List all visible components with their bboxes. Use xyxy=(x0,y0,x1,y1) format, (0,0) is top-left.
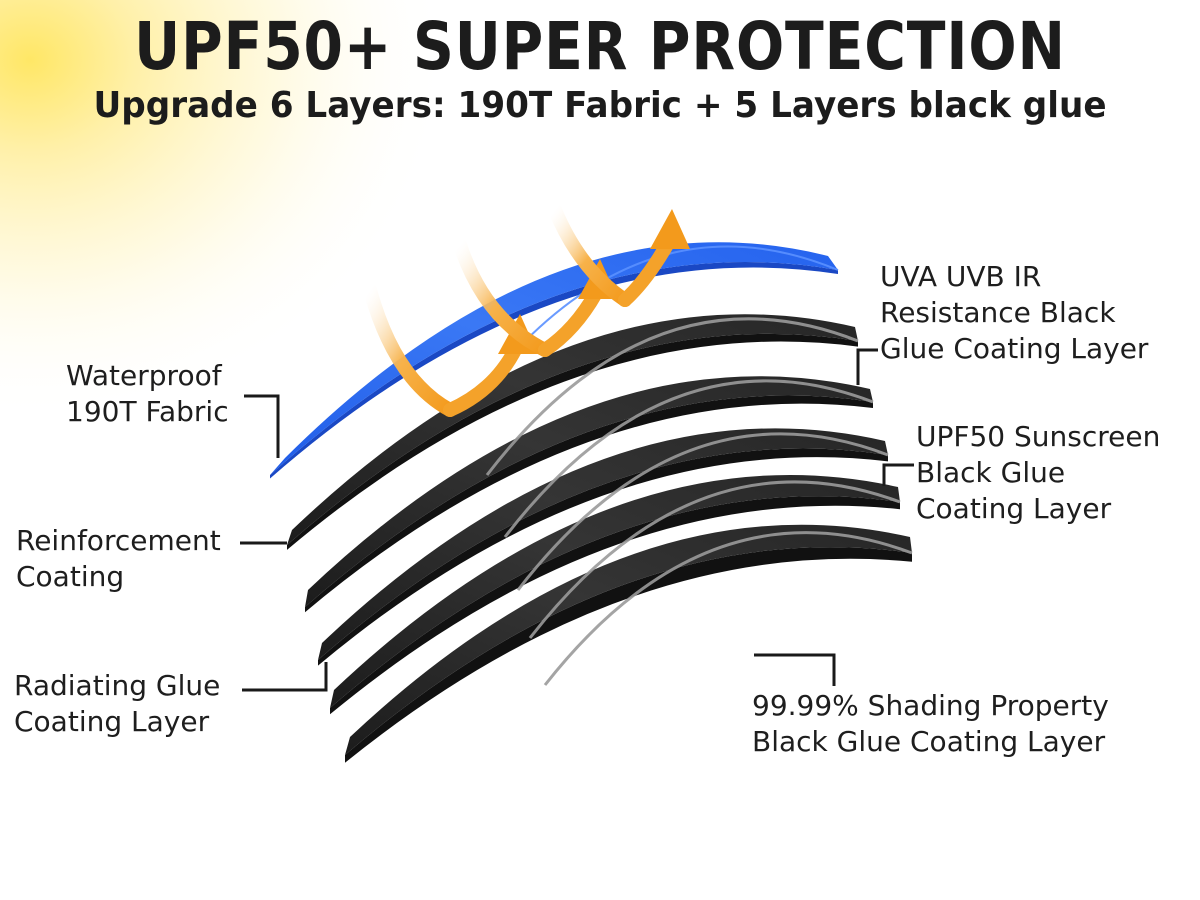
outgoing-ray xyxy=(618,236,675,307)
uva-uvb-ir-glue-layer-edge xyxy=(287,333,858,550)
shading-glue-layer-highlight xyxy=(543,531,913,686)
leader-waterproof-fabric xyxy=(244,394,280,458)
leader-uva-uvb-ir xyxy=(856,348,878,385)
reinforcement-coating-layer-edge xyxy=(305,395,873,613)
label-waterproof-fabric: Waterproof 190T Fabric xyxy=(66,359,229,428)
shading-glue-layer xyxy=(345,524,913,763)
reinforcement-coating-layer-highlight xyxy=(503,379,874,538)
reinforcement-coating-layer xyxy=(305,376,874,613)
arrow-head xyxy=(650,209,690,249)
incoming-ray xyxy=(363,283,457,417)
label-upf50-sunscreen: UPF50 Sunscreen Black Glue Coating Layer xyxy=(916,420,1161,525)
leader-shading-property xyxy=(754,653,836,686)
label-uva-uvb-ir: UVA UVB IR Resistance Black Glue Coating… xyxy=(880,260,1149,365)
headline: UPF50+ SUPER PROTECTION xyxy=(134,8,1066,85)
subheadline: Upgrade 6 Layers: 190T Fabric + 5 Layers… xyxy=(93,85,1107,126)
label-radiating-glue: Radiating Glue Coating Layer xyxy=(14,669,221,738)
upf50-sunscreen-glue-layer-highlight xyxy=(516,432,889,591)
shading-glue-layer-surface xyxy=(345,524,912,755)
reinforcement-coating-layer-surface xyxy=(305,376,873,607)
radiating-glue-layer-highlight xyxy=(528,480,901,639)
incoming-ray xyxy=(548,203,632,307)
outgoing-ray xyxy=(443,341,523,417)
upf50-sunscreen-glue-layer-edge xyxy=(318,448,888,666)
uva-uvb-ir-glue-layer-highlight xyxy=(485,317,859,476)
upf50-sunscreen-glue-layer xyxy=(318,428,889,666)
waterproof-190t-fabric-layer-surface xyxy=(270,242,838,475)
reflection-arrow-3 xyxy=(548,203,690,307)
uva-uvb-ir-glue-layer-surface xyxy=(287,314,858,545)
shading-glue-layer-edge xyxy=(345,547,912,763)
upf50-sunscreen-glue-layer-surface xyxy=(318,428,888,660)
incoming-ray xyxy=(453,238,552,357)
radiating-glue-layer-edge xyxy=(330,496,900,715)
outgoing-ray xyxy=(538,286,603,357)
label-shading-property: 99.99% Shading Property Black Glue Coati… xyxy=(752,689,1109,758)
label-reinforcement-coating: Reinforcement Coating xyxy=(16,524,221,593)
radiating-glue-layer-surface xyxy=(330,474,900,708)
leader-upf50-sunscreen xyxy=(882,463,914,486)
uva-uvb-ir-glue-layer xyxy=(287,314,859,550)
leader-radiating-glue xyxy=(242,662,328,692)
radiating-glue-layer xyxy=(330,474,901,715)
